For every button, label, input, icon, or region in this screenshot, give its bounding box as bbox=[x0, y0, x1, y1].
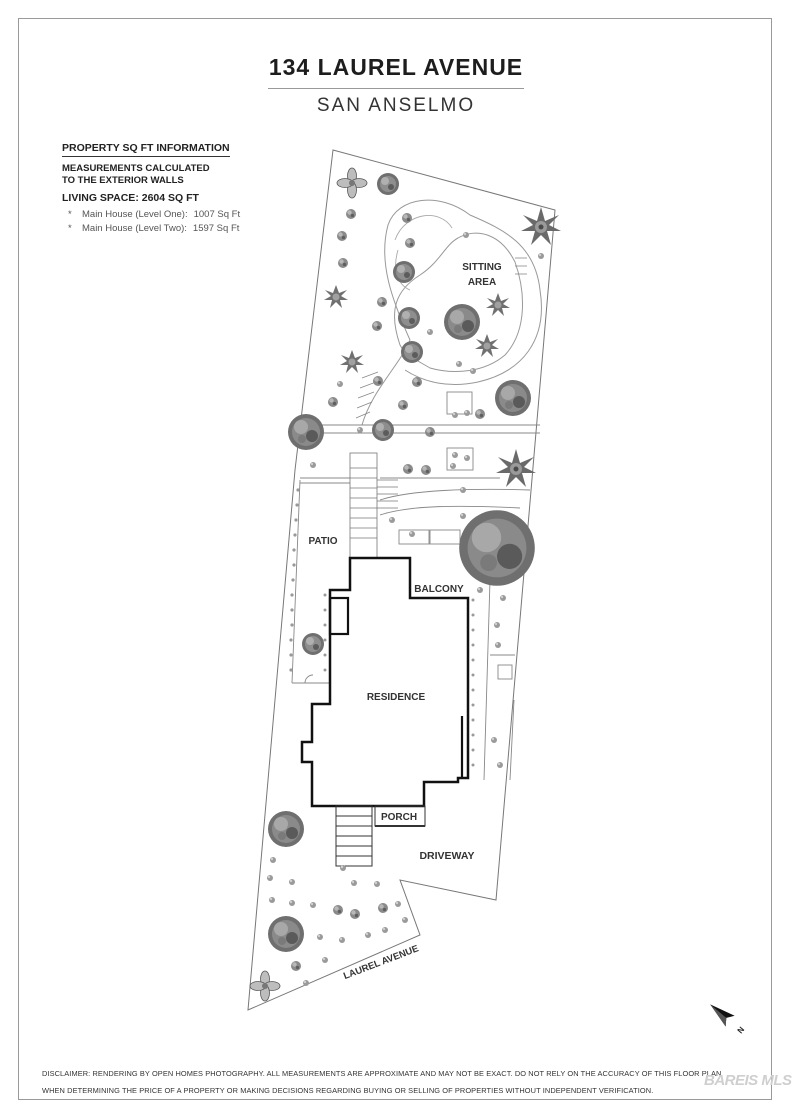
level-breakdown-list: * Main House (Level One): 1007 Sq Ft * Main… bbox=[62, 208, 322, 236]
living-space-total: LIVING SPACE: 2604 SQ FT bbox=[62, 192, 199, 204]
bullet-mark: * bbox=[68, 223, 72, 234]
sitting-area-label-line-1: SITTING bbox=[462, 262, 502, 273]
wall-dots bbox=[289, 488, 475, 767]
level-two-label: Main House (Level Two): bbox=[82, 223, 187, 234]
level-two-item: * Main House (Level Two): 1597 Sq Ft bbox=[62, 222, 322, 236]
driveway-label: DRIVEWAY bbox=[419, 850, 474, 862]
bullet-mark: * bbox=[68, 209, 72, 220]
page-frame bbox=[18, 18, 772, 1100]
street-label: LAUREL AVENUE bbox=[342, 943, 420, 982]
residence-label: RESIDENCE bbox=[367, 692, 426, 703]
porch-label: PORCH bbox=[381, 812, 417, 823]
disclaimer-line-2: WHEN DETERMINING THE PRICE OF A PROPERTY… bbox=[42, 1086, 654, 1095]
garden-path-inner bbox=[393, 232, 524, 372]
disclaimer-line-1: DISCLAIMER: RENDERING BY OPEN HOMES PHOT… bbox=[42, 1069, 722, 1078]
property-city: SAN ANSELMO bbox=[316, 95, 476, 116]
sqft-info-heading: PROPERTY SQ FT INFORMATION bbox=[62, 142, 230, 157]
property-title: 134 LAUREL AVENUE bbox=[268, 54, 524, 80]
north-arrow-letter: N bbox=[736, 1025, 747, 1035]
measurement-note-line-2: TO THE EXTERIOR WALLS bbox=[62, 175, 184, 186]
garden-path-outer bbox=[361, 199, 542, 426]
title-divider bbox=[268, 88, 524, 89]
north-arrow-icon bbox=[710, 1004, 735, 1027]
level-one-value: 1007 Sq Ft bbox=[193, 209, 241, 220]
sitting-area-label-line-2: AREA bbox=[468, 277, 496, 288]
disclaimer: DISCLAIMER: RENDERING BY OPEN HOMES PHOT… bbox=[42, 1065, 742, 1099]
porch bbox=[335, 805, 426, 867]
level-one-label: Main House (Level One): bbox=[82, 209, 188, 220]
patio-stairs bbox=[349, 452, 398, 559]
measurement-note: MEASUREMENTS CALCULATED TO THE EXTERIOR … bbox=[62, 163, 322, 187]
measurement-note-line-1: MEASUREMENTS CALCULATED bbox=[62, 163, 210, 174]
retaining-walls bbox=[291, 479, 515, 781]
sqft-info-panel: PROPERTY SQ FT INFORMATION MEASUREMENTS … bbox=[62, 138, 322, 236]
residence-notch bbox=[328, 596, 350, 636]
lot-boundary bbox=[247, 149, 556, 1011]
balcony-label: BALCONY bbox=[414, 584, 464, 595]
level-one-item: * Main House (Level One): 1007 Sq Ft bbox=[62, 208, 322, 222]
residence-outline bbox=[300, 556, 470, 808]
garden-stairs bbox=[355, 257, 527, 419]
level-two-value: 1597 Sq Ft bbox=[192, 223, 240, 234]
patio-label: PATIO bbox=[308, 536, 337, 547]
mls-watermark: BAREIS MLS bbox=[704, 1072, 792, 1089]
